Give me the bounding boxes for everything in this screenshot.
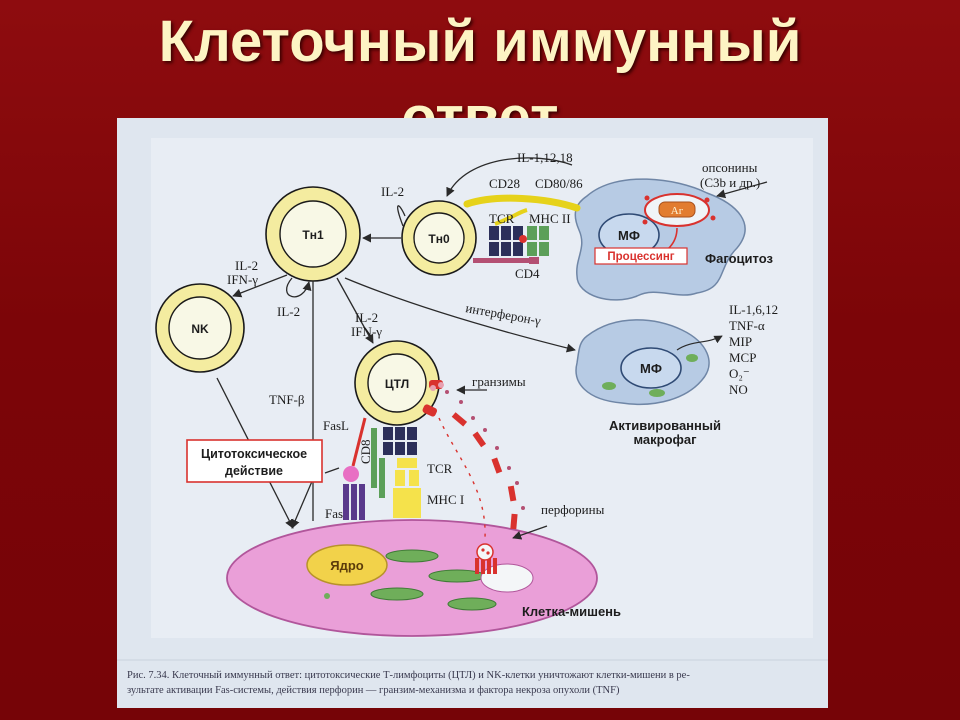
activated-macrophage-label-2: макрофаг	[633, 432, 697, 447]
fas-label: Fas	[325, 506, 343, 521]
il2-nk-label: IL-2	[235, 258, 258, 273]
ctl-target-synapse	[343, 417, 421, 520]
product-4: MCP	[729, 350, 756, 365]
opsonins-label-2: (С3b и др.)	[700, 175, 760, 190]
macrophage-activated: МФ Активированный макрофаг IL-1,6,12 TNF…	[575, 302, 778, 447]
cellular-immune-response-figure: МФ Аг Процессинг Фагоцитоз МФ Активирова…	[117, 118, 828, 708]
cd28-label: CD28	[489, 176, 520, 191]
cell-nk: NK	[155, 283, 245, 373]
antigen	[658, 201, 696, 218]
product-3: MIP	[729, 334, 752, 349]
target-cell-label: Клетка-мишень	[522, 604, 621, 619]
phagocytosis-label: Фагоцитоз	[705, 251, 773, 266]
cytotoxic-action-box	[186, 439, 323, 483]
opsonins-label-1: опсонины	[702, 160, 758, 175]
cytotoxic-label-1: Цитотоксическое	[201, 447, 307, 461]
product-5: O₂⁻	[729, 366, 750, 381]
product-2: TNF-α	[729, 318, 765, 333]
perforin-channel	[475, 543, 497, 574]
th0-label: Тн0	[428, 232, 450, 246]
granzyme-stream	[422, 380, 525, 539]
fasl-label: FasL	[323, 418, 349, 433]
target-cell: Ядро Клетка-мишень	[226, 519, 621, 637]
antigen-label: Аг	[671, 205, 684, 217]
figure-caption-line2: зультате активации Fas-системы, действия…	[127, 685, 620, 696]
cd80-86-label: CD80/86	[535, 176, 583, 191]
mf-top-label: МФ	[618, 228, 640, 243]
cell-th0: Тн0	[401, 200, 477, 276]
diagram-canvas: МФ Аг Процессинг Фагоцитоз МФ Активирова…	[117, 118, 828, 708]
mf-activated-label: МФ	[640, 361, 662, 376]
tcr-bottom-label: TCR	[427, 461, 453, 476]
slide-title-line1: Клеточный иммунный	[158, 9, 802, 74]
cell-ctl: ЦТЛ	[354, 340, 440, 426]
ifn-nk-label: IFN-γ	[227, 272, 258, 287]
th1-label: Тн1	[302, 228, 324, 242]
th0-macrophage-synapse	[463, 194, 581, 264]
mhc2-label: МНС II	[529, 211, 571, 226]
tcr-top-label: TCR	[489, 211, 515, 226]
processing-box	[594, 247, 688, 265]
activated-macrophage-nucleus	[620, 347, 682, 389]
tnf-beta-label: TNF-β	[269, 392, 305, 407]
product-1: IL-1,6,12	[729, 302, 778, 317]
figure-caption-line1: Рис. 7.34. Клеточный иммунный ответ: цит…	[127, 670, 690, 681]
cd4-label: CD4	[515, 266, 540, 281]
il2-top-label: IL-2	[381, 184, 404, 199]
il-1-12-18-label: IL-1,12,18	[517, 150, 573, 165]
nucleus-label: Ядро	[330, 558, 364, 573]
ifn-ctl-label: IFN-γ	[351, 324, 382, 339]
macrophage-top: МФ Аг Процессинг Фагоцитоз	[574, 178, 773, 301]
nk-label: NK	[191, 322, 209, 336]
perforins-label: перфорины	[541, 502, 605, 517]
product-6: NO	[729, 382, 748, 397]
ctl-label: ЦТЛ	[385, 377, 409, 391]
mhc1-label: МНС I	[427, 492, 464, 507]
target-cell-nucleus	[306, 544, 388, 586]
il2-loop-label: IL-2	[277, 304, 300, 319]
cell-th1: Тн1	[265, 186, 361, 282]
activated-macrophage-label-1: Активированный	[609, 418, 721, 433]
macrophage-products-list: IL-1,6,12 TNF-α MIP MCP O₂⁻ NO	[729, 302, 778, 397]
cd8-label: CD8	[358, 439, 373, 464]
cytotoxic-label-2: действие	[225, 464, 283, 478]
il2-ctl-label: IL-2	[355, 310, 378, 325]
processing-label: Процессинг	[607, 251, 674, 263]
granzymes-label: гранзимы	[472, 374, 526, 389]
